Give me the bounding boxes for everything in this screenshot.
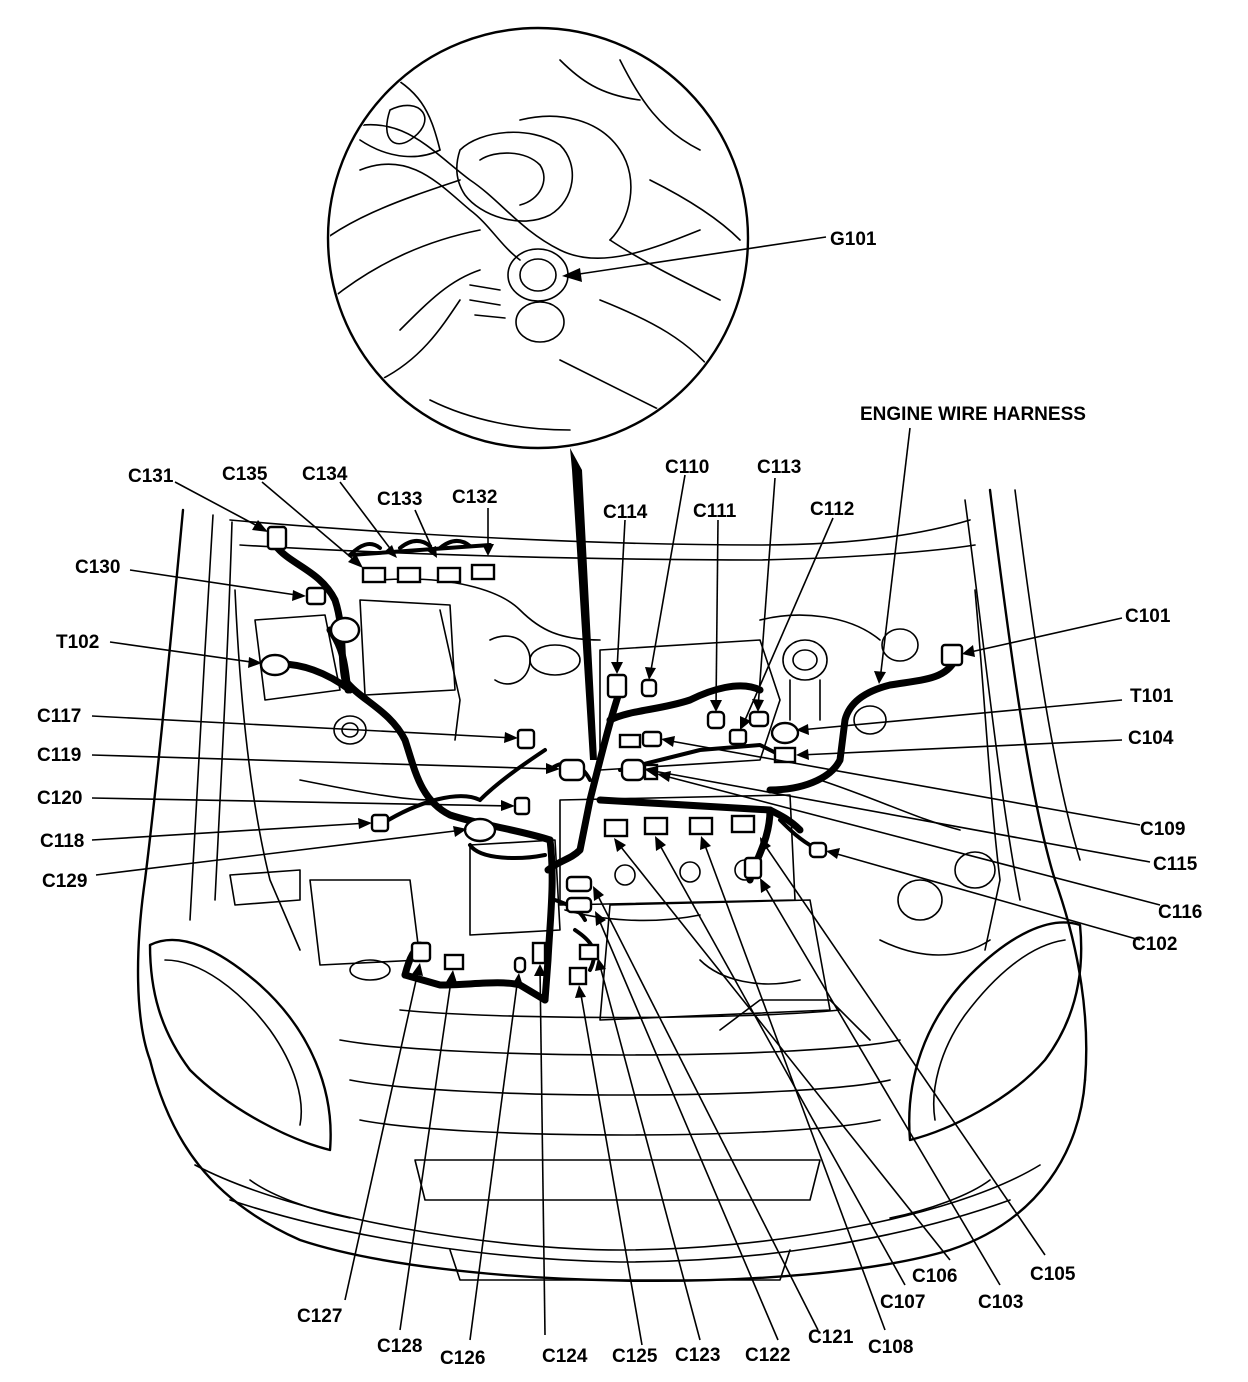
terminal-t102 [259, 653, 291, 677]
label-c132: C132 [452, 487, 497, 508]
label-c134: C134 [302, 464, 348, 485]
label-c112: C112 [810, 499, 854, 520]
label-c115: C115 [1153, 854, 1198, 875]
connector-c106 [603, 818, 629, 838]
connector-c120 [513, 796, 531, 816]
label-c109: C109 [1140, 819, 1185, 840]
label-c120: C120 [37, 788, 82, 809]
label-c108: C108 [868, 1337, 913, 1358]
connector-c134 [396, 566, 422, 584]
connector-c110 [640, 678, 658, 698]
label-c114: C114 [603, 502, 648, 523]
connector-c102 [808, 841, 828, 859]
connector-c112 [728, 728, 748, 746]
connector-c135 [361, 566, 387, 584]
connector-c130 [305, 586, 327, 606]
connector-c128 [443, 953, 465, 971]
connector-c117 [516, 728, 536, 750]
connector-c107 [643, 816, 669, 836]
label-c130: C130 [75, 557, 120, 578]
label-t101: T101 [1130, 686, 1174, 707]
g101-label: G101 [830, 229, 877, 250]
label-c116: C116 [1158, 902, 1202, 923]
connector-c125 [568, 966, 588, 986]
ground-cable [570, 448, 597, 760]
connector-c121 [565, 875, 593, 893]
label-c118: C118 [40, 831, 84, 852]
connector-c131 [266, 525, 288, 551]
terminal-t101 [770, 721, 800, 745]
connectors [259, 525, 964, 986]
car-body-outline [136, 488, 1088, 1283]
leader-lines [91, 427, 1161, 1346]
label-c101: C101 [1125, 606, 1171, 627]
connector-c114 [606, 673, 628, 699]
connector-c108 [688, 816, 714, 836]
label-c121: C121 [808, 1327, 854, 1348]
label-c111: C111 [693, 501, 737, 522]
connector-c105 [730, 814, 756, 834]
label-c126: C126 [440, 1348, 485, 1369]
connector-c115 [620, 758, 646, 782]
label-c127: C127 [297, 1306, 342, 1327]
connector-c109 [618, 733, 642, 749]
label-c107: C107 [880, 1292, 925, 1313]
label-c110: C110 [665, 457, 709, 478]
connector-c113 [748, 710, 770, 728]
label-c113: C113 [757, 457, 801, 478]
connector-c103 [743, 856, 763, 880]
label-c102: C102 [1132, 934, 1177, 955]
label-c128: C128 [377, 1336, 422, 1357]
grommet [329, 616, 361, 644]
label-t102: T102 [56, 632, 99, 653]
connector-c122 [565, 896, 593, 914]
connector-c123 [578, 943, 600, 961]
label-c133: C133 [377, 489, 422, 510]
label-c103: C103 [978, 1292, 1023, 1313]
label-c123: C123 [675, 1345, 720, 1366]
connector-c111 [706, 710, 726, 730]
engine-wire-harness [264, 539, 959, 1004]
connector-c129 [463, 817, 497, 843]
label-c135: C135 [222, 464, 268, 485]
connector-c124 [531, 941, 547, 965]
connector-c133 [436, 566, 462, 584]
connector-c101 [940, 643, 964, 667]
label-c124: C124 [542, 1346, 588, 1367]
harness-title: ENGINE WIRE HARNESS [860, 404, 1086, 425]
connector-c126 [513, 956, 527, 974]
connector-c118 [370, 813, 390, 833]
connector-c132 [470, 563, 496, 581]
label-c106: C106 [912, 1266, 957, 1287]
label-c131: C131 [128, 466, 174, 487]
label-c129: C129 [42, 871, 87, 892]
label-c117: C117 [37, 706, 81, 727]
connector-c109b [641, 730, 663, 748]
ground-detail-callout [326, 26, 827, 450]
label-c105: C105 [1030, 1264, 1076, 1285]
connector-labels: ENGINE WIRE HARNESS C131 C135 C134 C133 … [37, 404, 1202, 1369]
connector-c127 [410, 941, 432, 963]
label-c125: C125 [612, 1346, 658, 1367]
engine-compartment [229, 578, 996, 1041]
connector-c119 [558, 758, 586, 782]
label-c119: C119 [37, 745, 81, 766]
label-c122: C122 [745, 1345, 790, 1366]
label-c104: C104 [1128, 728, 1174, 749]
